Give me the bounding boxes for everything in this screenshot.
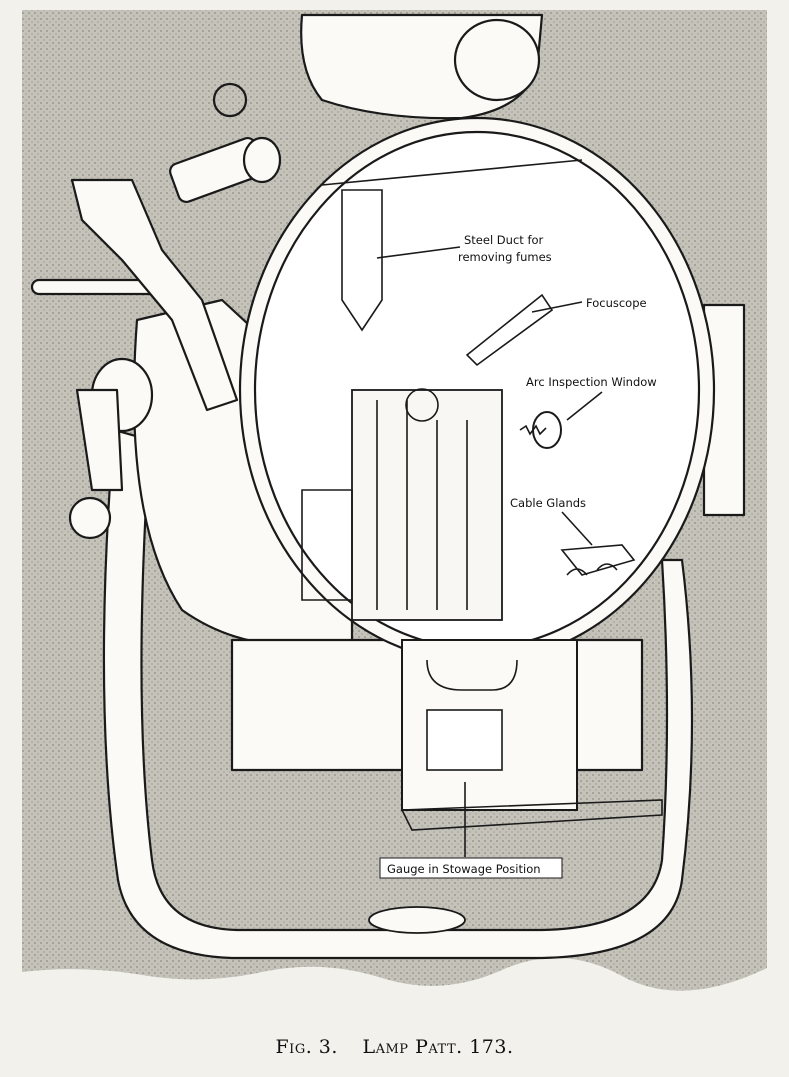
arc-window-spring (519, 424, 547, 436)
gauge-plate (426, 709, 503, 771)
label-focuscope: Focuscope (586, 296, 647, 310)
stowage-tray (400, 799, 663, 831)
cradle-frame (102, 428, 694, 960)
steel-duct (321, 159, 583, 332)
mechanism-columns (301, 400, 468, 610)
lifting-ring (212, 82, 248, 118)
leader-cable-glands (561, 511, 593, 546)
caption-figure-number: Fig. 3. (275, 1036, 338, 1058)
sight-lens (242, 136, 282, 184)
focuscope-tube (465, 293, 554, 367)
side-strut (75, 388, 124, 492)
leader-arc-window (566, 391, 603, 421)
carbon-feed-wheel (405, 388, 439, 422)
torn-bottom-edge (22, 957, 767, 1000)
label-arc-window: Arc Inspection Window (526, 375, 657, 389)
leader-steel-duct (376, 246, 461, 259)
vent-cap (453, 18, 541, 102)
clamp-bracket (70, 178, 239, 412)
lamp-cutaway-illustration: Steel Duct for removing fumes Focuscope … (22, 10, 767, 1000)
caption-title: Lamp Patt. 173. (362, 1036, 514, 1058)
label-steel-duct-line1: Steel Duct for (464, 233, 544, 247)
base-plate (368, 906, 466, 934)
cable-glands (560, 544, 636, 576)
label-cable-glands: Cable Glands (510, 496, 586, 510)
gauge-handle (426, 659, 518, 691)
leader-focuscope (531, 301, 583, 313)
lamp-mechanism (351, 389, 503, 621)
gauge-label-box (379, 857, 563, 879)
label-steel-duct-line2: removing fumes (458, 250, 552, 264)
label-gauge: Gauge in Stowage Position (387, 862, 541, 876)
locking-wheel (68, 496, 112, 540)
figure-caption: Fig. 3. Lamp Patt. 173. (0, 1036, 789, 1058)
